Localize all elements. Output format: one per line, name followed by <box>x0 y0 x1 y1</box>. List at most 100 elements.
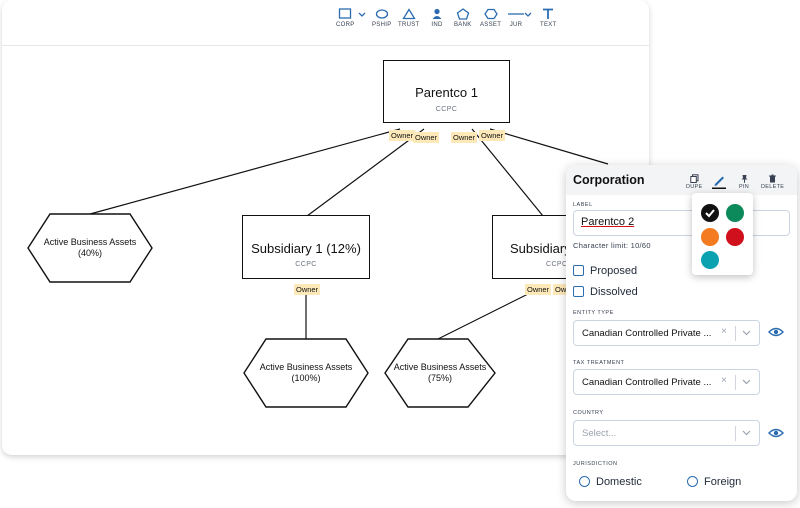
toolbar-divider <box>2 45 649 46</box>
owner-tag[interactable]: Owner <box>389 130 416 141</box>
hex-shape-3 <box>384 338 496 408</box>
checkbox-box <box>573 265 584 276</box>
label-section-title: LABEL <box>573 202 593 208</box>
tool-corp-label: CORP <box>336 22 355 28</box>
tool-pship[interactable]: PSHIP <box>372 8 392 28</box>
pin-label: PIN <box>739 184 750 190</box>
pentagon-icon <box>456 8 470 20</box>
asset-percent: (75%) <box>427 373 452 383</box>
chevron-down-icon[interactable] <box>358 12 366 18</box>
foreign-radio[interactable]: Foreign <box>687 476 741 488</box>
edge-sub1-parent <box>306 128 425 217</box>
jurisdiction-label: JURISDICTION <box>573 461 618 467</box>
proposed-label: Proposed <box>590 265 638 277</box>
tool-ind[interactable]: IND <box>430 8 444 28</box>
hex-shape-1 <box>27 213 153 283</box>
label-input[interactable]: Parentco 2 <box>573 210 790 236</box>
entity-parentco-1[interactable]: Parentco 1 CCPC <box>383 60 510 123</box>
swatch-red[interactable] <box>726 228 744 246</box>
tool-corp[interactable]: CORP <box>336 8 355 28</box>
asset-name: Active Business Assets <box>43 237 137 247</box>
radio-circle <box>687 476 698 487</box>
asset-percent: (40%) <box>77 248 102 258</box>
delete-label: DELETE <box>761 184 785 190</box>
owner-tag[interactable]: Owner <box>525 284 552 295</box>
entity-title: Parentco 1 <box>415 85 478 100</box>
clear-icon[interactable]: × <box>721 326 727 337</box>
owner-tag[interactable]: Owner <box>294 284 321 295</box>
diagram-lines <box>27 128 609 408</box>
pin-button[interactable]: PIN <box>739 174 749 190</box>
clear-icon[interactable]: × <box>721 375 727 386</box>
dupe-button[interactable]: DUPE <box>686 174 702 190</box>
asset-label-1[interactable]: Active Business Assets (40%) <box>28 237 152 259</box>
swatch-black[interactable] <box>701 204 719 222</box>
dissolved-checkbox[interactable]: Dissolved <box>573 286 638 298</box>
select-divider <box>735 375 736 390</box>
asset-name: Active Business Assets <box>393 362 487 372</box>
pin-icon <box>741 175 748 183</box>
entity-title: Subsidiary 1 (12%) <box>251 241 361 256</box>
tool-asset[interactable]: ASSET <box>480 8 501 28</box>
proposed-checkbox[interactable]: Proposed <box>573 265 637 277</box>
tax-treatment-value: Canadian Controlled Private ... <box>582 377 712 388</box>
ellipse-icon <box>375 9 388 19</box>
label-input-value: Parentco 2 <box>581 216 635 228</box>
square-icon <box>339 8 352 19</box>
pen-icon <box>712 176 726 189</box>
eye-icon[interactable] <box>768 326 784 338</box>
asset-percent: (100%) <box>291 373 321 383</box>
owner-tag[interactable]: Owner <box>479 130 506 141</box>
tax-treatment-label: TAX TREATMENT <box>573 360 625 366</box>
asset-label-3[interactable]: Active Business Assets (75%) <box>385 362 495 384</box>
hexagon-icon <box>483 8 498 20</box>
country-placeholder: Select... <box>582 428 617 439</box>
tool-text[interactable]: TEXT <box>540 8 557 28</box>
owner-tag[interactable]: Owner <box>451 132 478 143</box>
tool-pship-label: PSHIP <box>372 22 392 28</box>
entity-type-label: ENTITY TYPE <box>573 310 614 316</box>
check-icon <box>705 209 715 218</box>
owner-tag[interactable]: Owner <box>413 132 440 143</box>
swatch-teal[interactable] <box>701 251 719 269</box>
diagram-canvas[interactable]: CORP PSHIP TRUST IND BANK ASSET JUR TEXT <box>2 0 649 455</box>
chevron-down-icon[interactable] <box>524 12 532 18</box>
tool-text-label: TEXT <box>540 22 557 28</box>
person-icon <box>432 8 442 19</box>
edge-hex3-sub2 <box>437 286 543 340</box>
entity-subsidiary-1[interactable]: Subsidiary 1 (12%) CCPC <box>242 215 370 279</box>
text-t-icon <box>543 8 554 19</box>
tool-bank-label: BANK <box>454 22 472 28</box>
eye-icon[interactable] <box>768 427 784 439</box>
checkbox-box <box>573 286 584 297</box>
swatch-green[interactable] <box>726 204 744 222</box>
entity-type-select[interactable]: Canadian Controlled Private ... × <box>573 320 760 346</box>
chevron-down-icon[interactable] <box>742 379 751 385</box>
chevron-down-icon[interactable] <box>742 330 751 336</box>
triangle-icon <box>402 8 416 20</box>
foreign-label: Foreign <box>704 476 742 488</box>
properties-panel: Corporation DUPE PIN DELETE LABEL Parent… <box>566 165 797 501</box>
dissolved-label: Dissolved <box>590 286 638 298</box>
entity-type: CCPC <box>435 106 458 113</box>
entity-title: Subsidiary <box>510 241 571 256</box>
tool-jur-label: JUR <box>509 22 523 28</box>
delete-button[interactable]: DELETE <box>761 174 784 190</box>
tool-bank[interactable]: BANK <box>454 8 472 28</box>
hex-shape-2 <box>243 338 369 408</box>
trash-icon <box>769 174 777 183</box>
panel-title: Corporation <box>573 173 645 187</box>
domestic-radio[interactable]: Domestic <box>579 476 642 488</box>
tool-jur[interactable]: JUR <box>507 8 525 28</box>
entity-type: CCPC <box>295 261 317 268</box>
swatch-orange[interactable] <box>701 228 719 246</box>
select-divider <box>735 326 736 341</box>
chevron-down-icon[interactable] <box>742 430 751 436</box>
tool-trust[interactable]: TRUST <box>398 8 420 28</box>
entity-type-value: Canadian Controlled Private ... <box>582 328 712 339</box>
country-select[interactable]: Select... <box>573 420 760 446</box>
edge-sub2-parent-b <box>489 128 609 165</box>
tax-treatment-select[interactable]: Canadian Controlled Private ... × <box>573 369 760 395</box>
asset-label-2[interactable]: Active Business Assets (100%) <box>244 362 368 384</box>
pen-color-button[interactable] <box>710 171 728 190</box>
